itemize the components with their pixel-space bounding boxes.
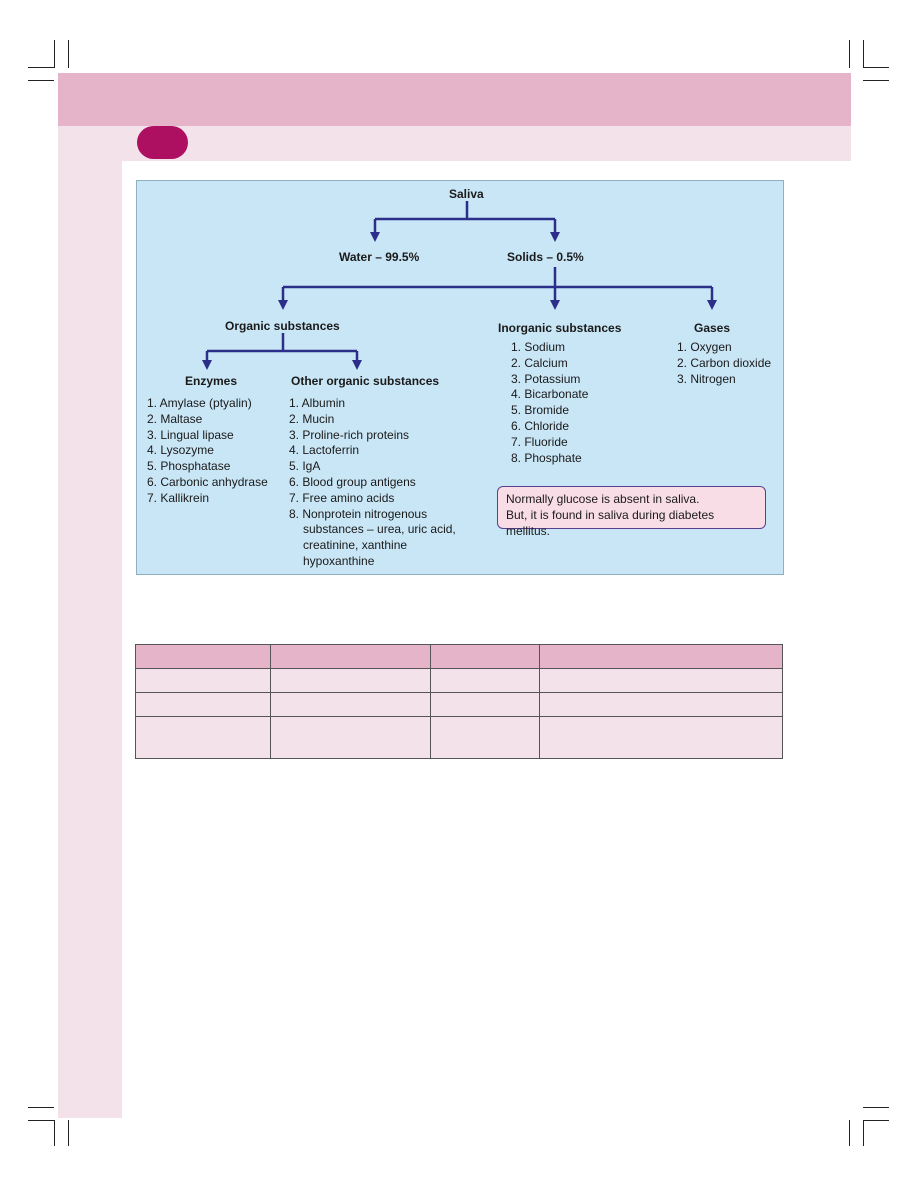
enzymes-label: Enzymes: [185, 374, 238, 388]
crop-mark: [849, 1120, 850, 1146]
gases-list: 1. Oxygen 2. Carbon dioxide 3. Nitrogen: [677, 340, 771, 387]
list-item: 2. Carbon dioxide: [677, 355, 772, 370]
note-line: But, it is found in saliva during diabet…: [506, 508, 715, 538]
table-cell: [539, 668, 783, 693]
table-cell: [539, 716, 783, 759]
table-cell: [135, 716, 271, 759]
inorganic-substances-label: Inorganic substances: [498, 321, 622, 335]
gases-label: Gases: [694, 321, 731, 335]
list-item: 1. Oxygen: [677, 340, 732, 354]
table-cell: [430, 668, 540, 693]
crop-mark: [863, 1107, 889, 1108]
crop-mark: [28, 1107, 54, 1108]
crop-mark: [863, 40, 864, 68]
crop-mark: [54, 40, 55, 68]
list-item: 8. Nonprotein nitrogenous: [289, 506, 428, 521]
table-cell: [270, 668, 431, 693]
subheader-band: [58, 126, 851, 161]
list-item: 5. Bromide: [511, 403, 570, 418]
crop-mark: [863, 80, 889, 81]
list-item: 6. Chloride: [511, 418, 570, 433]
table-header-cell: [270, 644, 431, 669]
crop-mark: [68, 1120, 69, 1146]
table-cell: [135, 692, 271, 717]
note-line: Normally glucose is absent in saliva.: [506, 492, 700, 506]
list-item: 4. Lysozyme: [147, 443, 214, 458]
table-header-cell: [135, 644, 271, 669]
glucose-note-box: Normally glucose is absent in saliva. Bu…: [497, 486, 766, 538]
list-item: 2. Calcium: [511, 355, 568, 370]
crop-mark: [863, 1120, 889, 1121]
table-cell: [135, 668, 271, 693]
enzymes-list: 1. Amylase (ptyalin) 2. Maltase 3. Lingu…: [147, 396, 268, 507]
water-label: Water – 99.5%: [339, 250, 420, 264]
list-item: 3. Proline-rich proteins: [289, 427, 410, 442]
connector-arrows: [202, 201, 717, 370]
crop-mark: [68, 40, 69, 68]
list-item: 3. Potassium: [511, 371, 581, 386]
list-item-continuation: hypoxanthine: [303, 553, 375, 568]
list-item: 7. Free amino acids: [289, 490, 395, 505]
list-item: 1. Sodium: [511, 340, 566, 354]
list-item: 7. Kallikrein: [147, 490, 210, 505]
list-item: 6. Carbonic anhydrase: [147, 474, 268, 489]
saliva-composition-diagram: Saliva Water – 99.5% Solids – 0.5% Organ…: [136, 180, 784, 575]
crop-mark: [849, 40, 850, 68]
other-organic-label: Other organic substances: [291, 374, 440, 388]
list-item: 2. Maltase: [147, 411, 203, 426]
inorganic-list: 1. Sodium 2. Calcium 3. Potassium 4. Bic…: [511, 340, 588, 466]
header-band: [58, 73, 851, 126]
list-item: 3. Nitrogen: [677, 371, 736, 386]
crop-mark: [28, 80, 54, 81]
list-item: 4. Bicarbonate: [511, 387, 589, 402]
crop-mark: [28, 67, 54, 68]
table-cell: [430, 716, 540, 759]
table-cell: [539, 692, 783, 717]
table-row: [135, 692, 783, 717]
table-row: [135, 716, 783, 759]
other-organic-list: 1. Albumin 2. Mucin 3. Proline-rich prot…: [289, 396, 456, 570]
table-header-cell: [539, 644, 783, 669]
organic-substances-label: Organic substances: [225, 319, 340, 333]
crop-mark: [54, 1120, 55, 1146]
chapter-pill: [137, 126, 188, 159]
list-item: 6. Blood group antigens: [289, 474, 416, 489]
table-header-row: [135, 644, 783, 669]
list-item-continuation: substances – urea, uric acid,: [303, 522, 456, 537]
saliva-label: Saliva: [449, 187, 484, 201]
list-item: 1. Albumin: [289, 396, 346, 410]
empty-table: [135, 644, 783, 759]
list-item: 5. Phosphatase: [147, 459, 231, 474]
list-item-continuation: creatinine, xanthine: [303, 538, 408, 553]
table-row: [135, 668, 783, 693]
crop-mark: [28, 1120, 54, 1121]
list-item: 3. Lingual lipase: [147, 427, 234, 442]
crop-mark: [863, 67, 889, 68]
table-header-cell: [430, 644, 540, 669]
crop-mark: [863, 1120, 864, 1146]
list-item: 1. Amylase (ptyalin): [147, 396, 252, 410]
list-item: 4. Lactoferrin: [289, 443, 360, 458]
table-cell: [270, 692, 431, 717]
table-cell: [430, 692, 540, 717]
solids-label: Solids – 0.5%: [507, 250, 584, 264]
table-cell: [270, 716, 431, 759]
list-item: 8. Phosphate: [511, 450, 582, 465]
list-item: 7. Fluoride: [511, 434, 568, 449]
list-item: 5. IgA: [289, 459, 321, 474]
left-margin-band: [58, 161, 122, 1118]
list-item: 2. Mucin: [289, 411, 335, 426]
